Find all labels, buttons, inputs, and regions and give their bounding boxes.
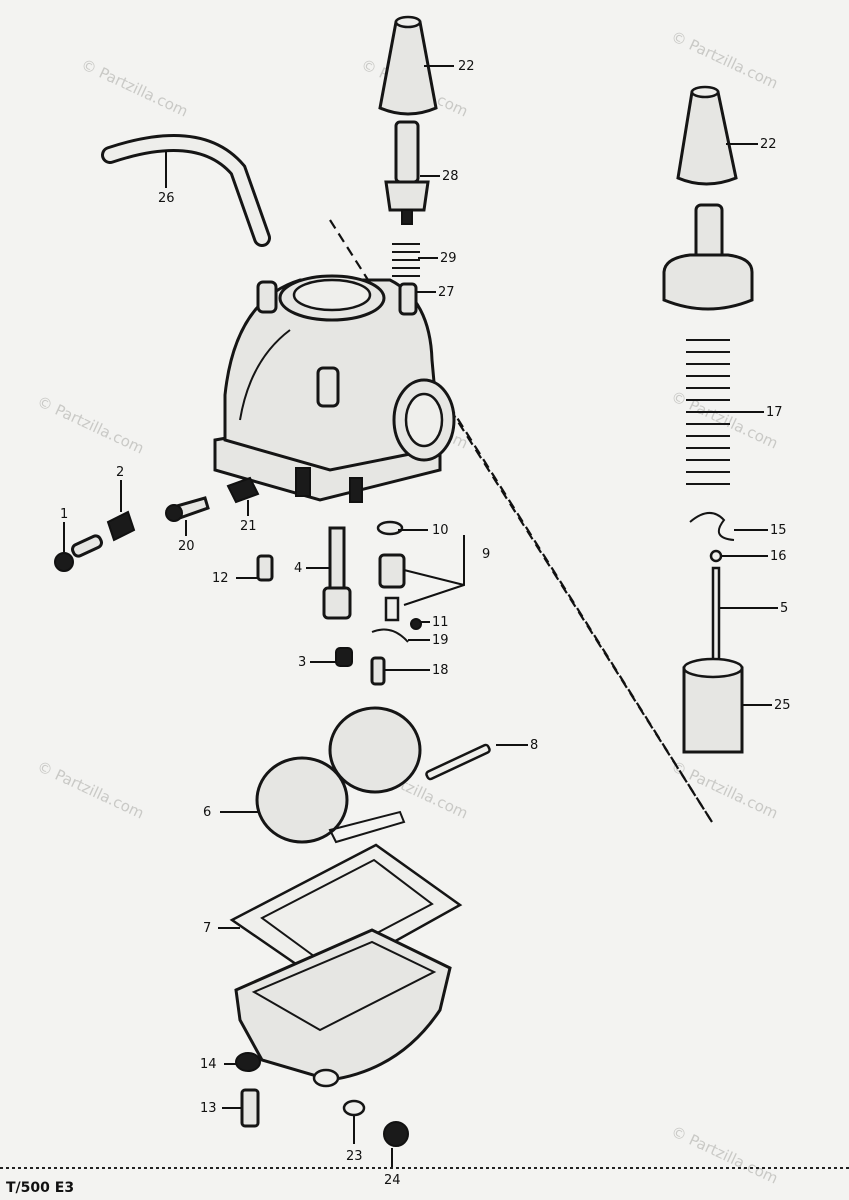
part-labels: 22 28 29 27 26 22 17 15 16 5 25 1 2 20 2… <box>60 59 791 1188</box>
label-18: 18 <box>432 663 449 678</box>
watermark: © Partzilla.com <box>668 1122 781 1187</box>
label-15: 15 <box>770 523 787 538</box>
label-10: 10 <box>432 523 449 538</box>
part-24-plug <box>383 1121 409 1147</box>
label-5: 5 <box>780 601 788 616</box>
label-23: 23 <box>346 1149 363 1164</box>
label-28: 28 <box>442 169 459 184</box>
label-12: 12 <box>212 571 229 586</box>
watermark: © Partzilla.com <box>34 757 147 822</box>
label-21: 21 <box>240 519 257 534</box>
watermark: © Partzilla.com <box>78 55 191 120</box>
part-15-clip <box>689 512 735 541</box>
watermark: © Partzilla.com <box>668 757 781 822</box>
part-26-hose <box>101 134 271 247</box>
part-mixing-chamber-top <box>662 203 754 311</box>
label-26: 26 <box>158 191 175 206</box>
label-16: 16 <box>770 549 787 564</box>
part-4-needle-jet <box>322 526 352 620</box>
part-19-float-pin-clip <box>371 628 409 643</box>
part-5-jet-needle <box>711 566 721 662</box>
label-20: 20 <box>178 539 195 554</box>
part-2-spring <box>106 510 136 542</box>
part-11-small-part <box>410 618 422 630</box>
part-carburetor-body <box>213 274 456 503</box>
label-25: 25 <box>774 698 791 713</box>
label-17: 17 <box>766 405 783 420</box>
label-3: 3 <box>298 655 306 670</box>
part-25-throttle-valve <box>682 657 744 754</box>
watermark: © Partzilla.com <box>668 27 781 92</box>
label-2: 2 <box>116 465 124 480</box>
part-23-o-ring <box>342 1099 366 1117</box>
part-3-main-jet <box>335 647 353 667</box>
part-10-washer <box>376 520 404 536</box>
part-float-chamber <box>234 928 452 1088</box>
part-18-screw <box>370 656 386 686</box>
part-22-cap-center <box>378 15 438 116</box>
part-16-e-ring <box>709 549 723 563</box>
part-27-pipe <box>398 282 418 316</box>
part-7-float-chamber-gasket <box>229 843 463 984</box>
part-14-washer <box>235 1052 261 1072</box>
label-7: 7 <box>203 921 211 936</box>
part-13-drain-screw <box>240 1088 260 1128</box>
part-1-screw <box>54 534 103 572</box>
label-14: 14 <box>200 1057 217 1072</box>
label-11: 11 <box>432 615 449 630</box>
part-6-float <box>255 706 422 844</box>
label-24: 24 <box>384 1173 401 1188</box>
label-22: 22 <box>760 137 777 152</box>
part-17-throttle-spring <box>686 339 730 485</box>
part-22-cap-right <box>676 85 738 186</box>
label-27: 27 <box>438 285 455 300</box>
label-29: 29 <box>440 251 457 266</box>
part-29-spring <box>392 243 420 277</box>
part-9-needle-valve <box>378 553 406 622</box>
model-code: T/500 E3 <box>6 1180 74 1196</box>
label-1: 1 <box>60 507 68 522</box>
part-20-screw <box>165 496 210 522</box>
part-8-float-pin <box>425 743 491 781</box>
label-8: 8 <box>530 738 538 753</box>
part-21-spring <box>226 476 260 504</box>
label-9: 9 <box>482 547 490 562</box>
watermark: © Partzilla.com <box>668 387 781 452</box>
model-code-footer: T/500 E3 <box>0 1167 849 1196</box>
label-6: 6 <box>203 805 211 820</box>
label-19: 19 <box>432 633 449 648</box>
part-28-cable-adjuster <box>384 120 430 225</box>
label-4: 4 <box>294 561 302 576</box>
leader-lines <box>63 65 778 1168</box>
label-13: 13 <box>200 1101 217 1116</box>
watermark: © Partzilla.com <box>34 392 147 457</box>
label-22: 22 <box>458 59 475 74</box>
part-12-pilot-jet <box>256 554 274 582</box>
